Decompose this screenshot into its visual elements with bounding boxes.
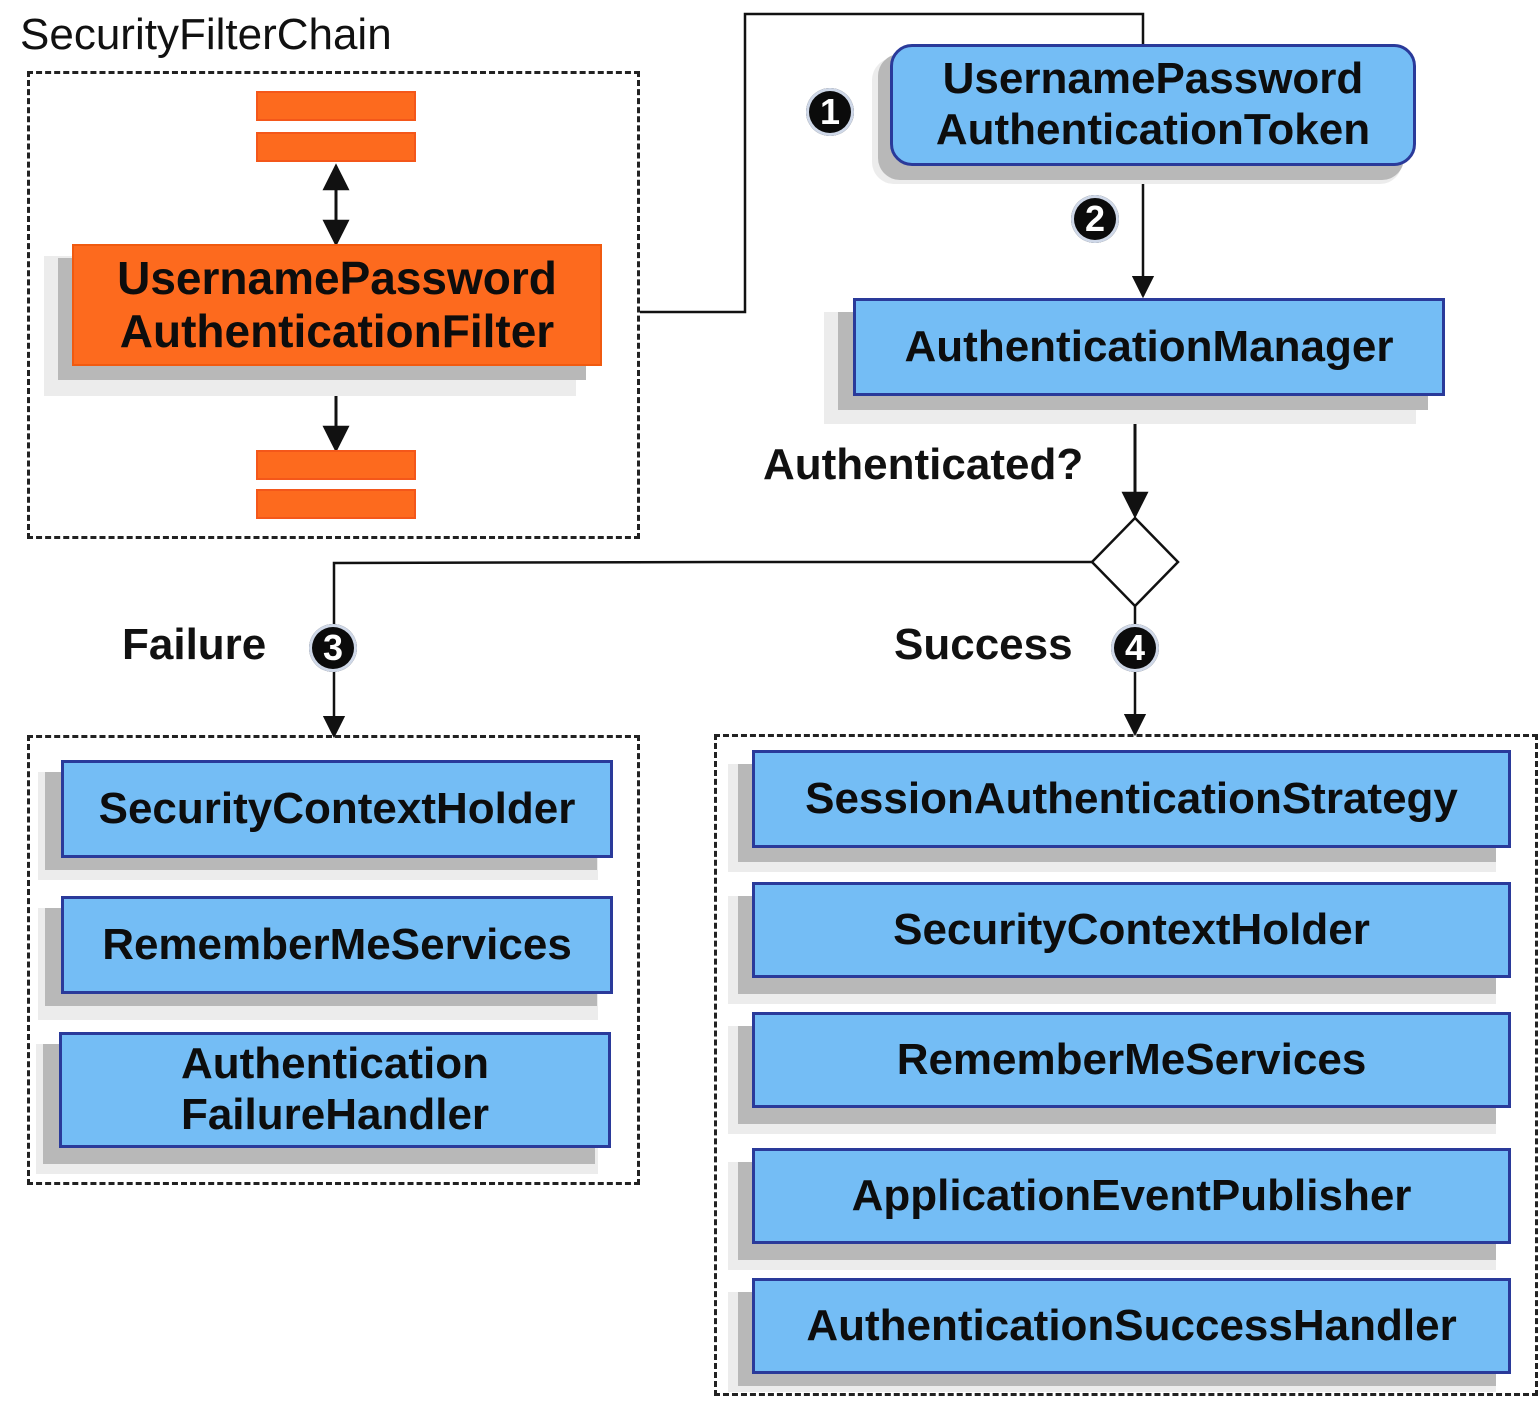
failure-item-1-label: SecurityContextHolder (98, 783, 576, 833)
failure-handler-line-2: FailureHandler (180, 1090, 490, 1139)
filter-chain-title: SecurityFilterChain (20, 10, 392, 59)
authenticated-question-label: Authenticated? (763, 440, 1084, 489)
success-label: Success (894, 620, 1073, 669)
success-group (714, 734, 1538, 1396)
failure-label: Failure (122, 620, 267, 669)
failure-group (27, 735, 640, 1185)
step-2-badge: 2 (1071, 195, 1119, 243)
success-item-5-label: AuthenticationSuccessHandler (806, 1300, 1457, 1350)
username-password-authentication-token: UsernamePassword AuthenticationToken (890, 44, 1416, 166)
failure-handler-line-1: Authentication (181, 1039, 489, 1089)
authentication-manager: AuthenticationManager (853, 298, 1445, 396)
step-3-badge: 3 (309, 624, 357, 672)
failure-item-2-label: RememberMeServices (102, 919, 572, 969)
filter-label-line-1: UsernamePassword (117, 252, 557, 305)
failure-security-context-holder: SecurityContextHolder (61, 760, 613, 858)
filter-placeholder-bar (256, 450, 416, 480)
failure-remember-me-services: RememberMeServices (61, 896, 613, 994)
token-label-line-2: AuthenticationToken (935, 105, 1371, 154)
success-remember-me-services: RememberMeServices (752, 1012, 1511, 1108)
manager-label: AuthenticationManager (904, 321, 1394, 371)
decision-diamond (1090, 516, 1180, 608)
token-label-line-1: UsernamePassword (942, 54, 1364, 104)
step-4-badge: 4 (1111, 624, 1159, 672)
authentication-failure-handler: Authentication FailureHandler (59, 1032, 611, 1148)
filter-chain-group (27, 71, 640, 539)
success-item-4-label: ApplicationEventPublisher (851, 1170, 1412, 1220)
filter-label-line-2: AuthenticationFilter (119, 305, 555, 357)
success-item-2-label: SecurityContextHolder (893, 904, 1370, 954)
filter-placeholder-bar (256, 489, 416, 519)
application-event-publisher: ApplicationEventPublisher (752, 1148, 1511, 1244)
filter-placeholder-bar (256, 132, 416, 162)
success-security-context-holder: SecurityContextHolder (752, 882, 1511, 978)
session-authentication-strategy: SessionAuthenticationStrategy (752, 750, 1511, 848)
success-item-3-label: RememberMeServices (896, 1034, 1367, 1084)
authentication-success-handler: AuthenticationSuccessHandler (752, 1278, 1511, 1374)
username-password-authentication-filter: UsernamePassword AuthenticationFilter (72, 244, 602, 366)
filter-placeholder-bar (256, 91, 416, 121)
step-1-badge: 1 (806, 88, 854, 136)
filter-to-token-connector (640, 12, 1145, 314)
success-item-1-label: SessionAuthenticationStrategy (805, 773, 1458, 823)
